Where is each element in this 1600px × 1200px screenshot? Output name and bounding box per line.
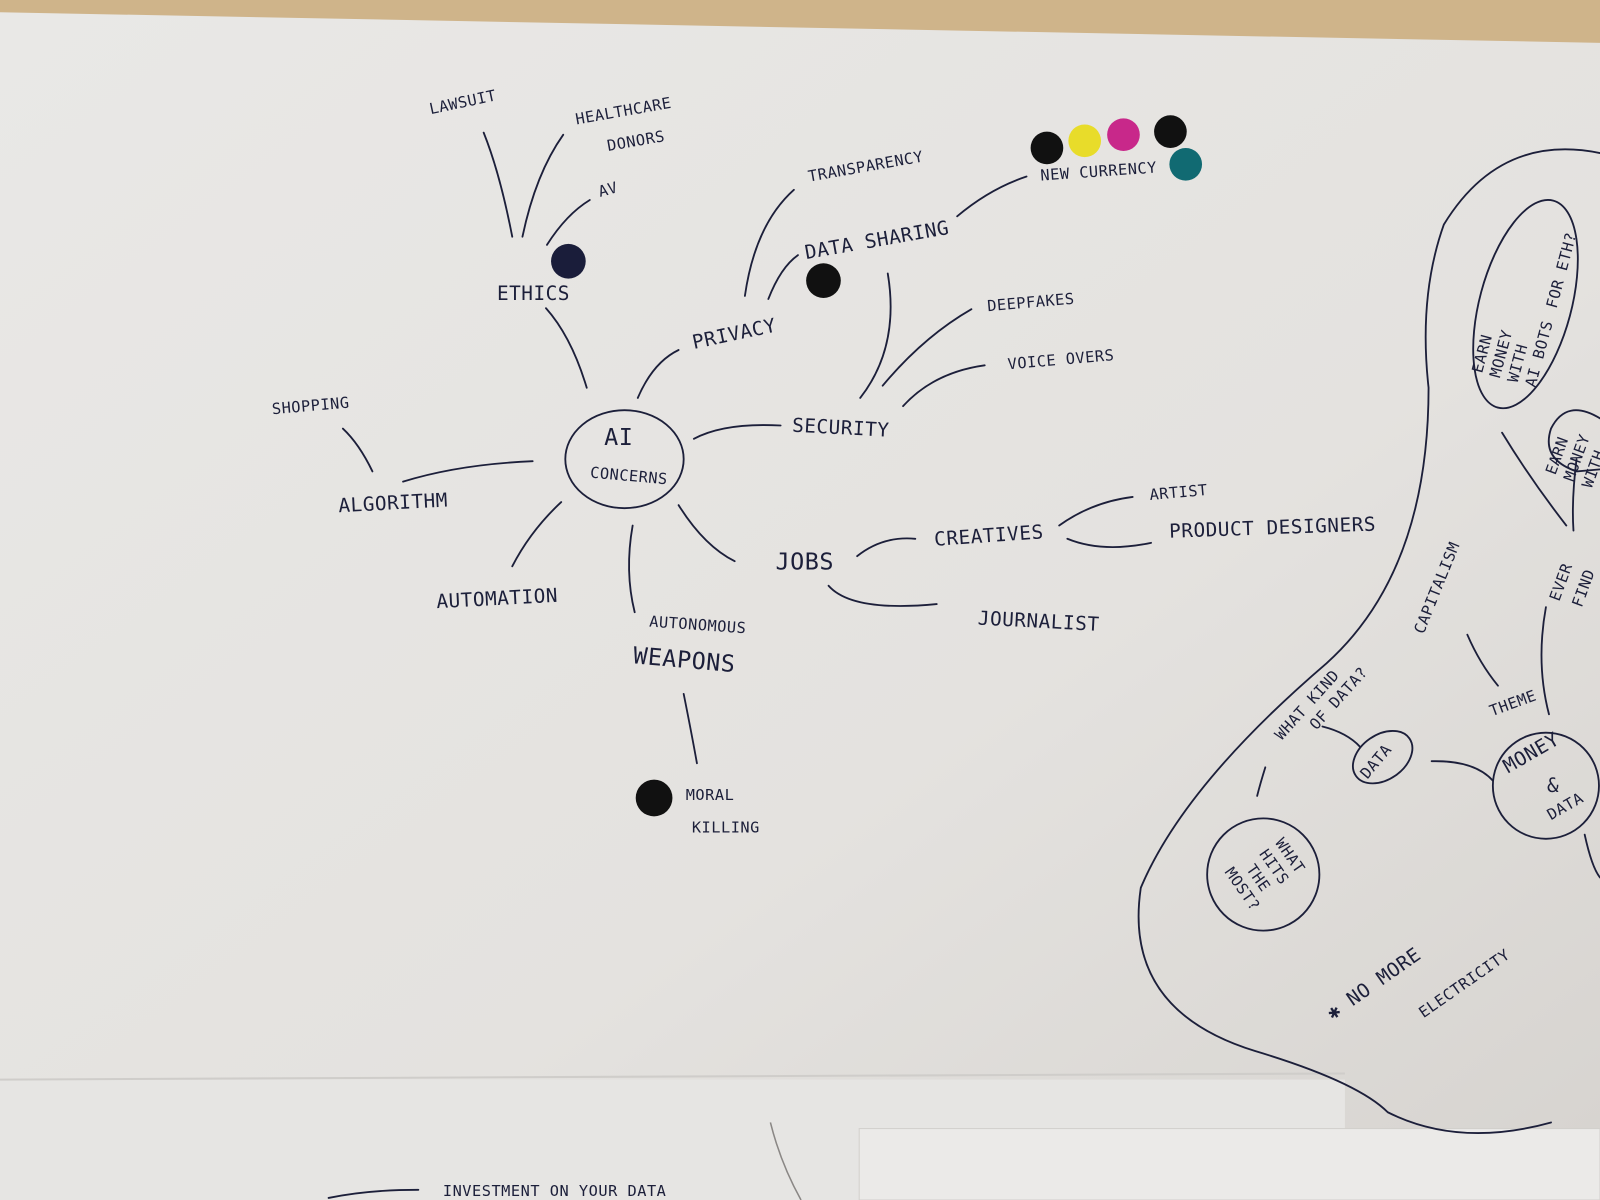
sticker-dot-black-2 xyxy=(1154,115,1187,148)
sticker-dot-black-1 xyxy=(1030,131,1064,165)
bottom-sheet-right xyxy=(858,1128,1600,1200)
center-node-line1: AI xyxy=(604,423,633,451)
sticker-dot-ethics xyxy=(551,243,586,279)
paper-sheet xyxy=(0,12,1600,1200)
node-moral: MORAL xyxy=(686,786,735,804)
sticker-dot-moral-killing xyxy=(635,779,673,817)
node-security: SECURITY xyxy=(792,414,890,442)
node-av: AV xyxy=(596,178,619,200)
node-ethics: ETHICS xyxy=(497,282,570,305)
node-killing: KILLING xyxy=(692,819,760,837)
sticker-dot-magenta xyxy=(1107,118,1140,152)
node-artist: ARTIST xyxy=(1149,481,1209,504)
money-data-line2: & xyxy=(1547,774,1559,797)
sticker-dot-teal xyxy=(1169,147,1203,181)
sheet-edge xyxy=(0,1072,1345,1081)
sticker-dot-yellow xyxy=(1068,124,1102,158)
node-algorithm: ALGORITHM xyxy=(338,489,449,518)
bottom-sheet-text: INVESTMENT ON YOUR DATA xyxy=(443,1182,667,1200)
connector-lines xyxy=(327,131,1600,1200)
earn2-group: EARN MONEY WITH xyxy=(1542,432,1600,490)
node-jobs: JOBS xyxy=(776,547,835,575)
sticker-dot-data-sharing xyxy=(806,263,841,298)
